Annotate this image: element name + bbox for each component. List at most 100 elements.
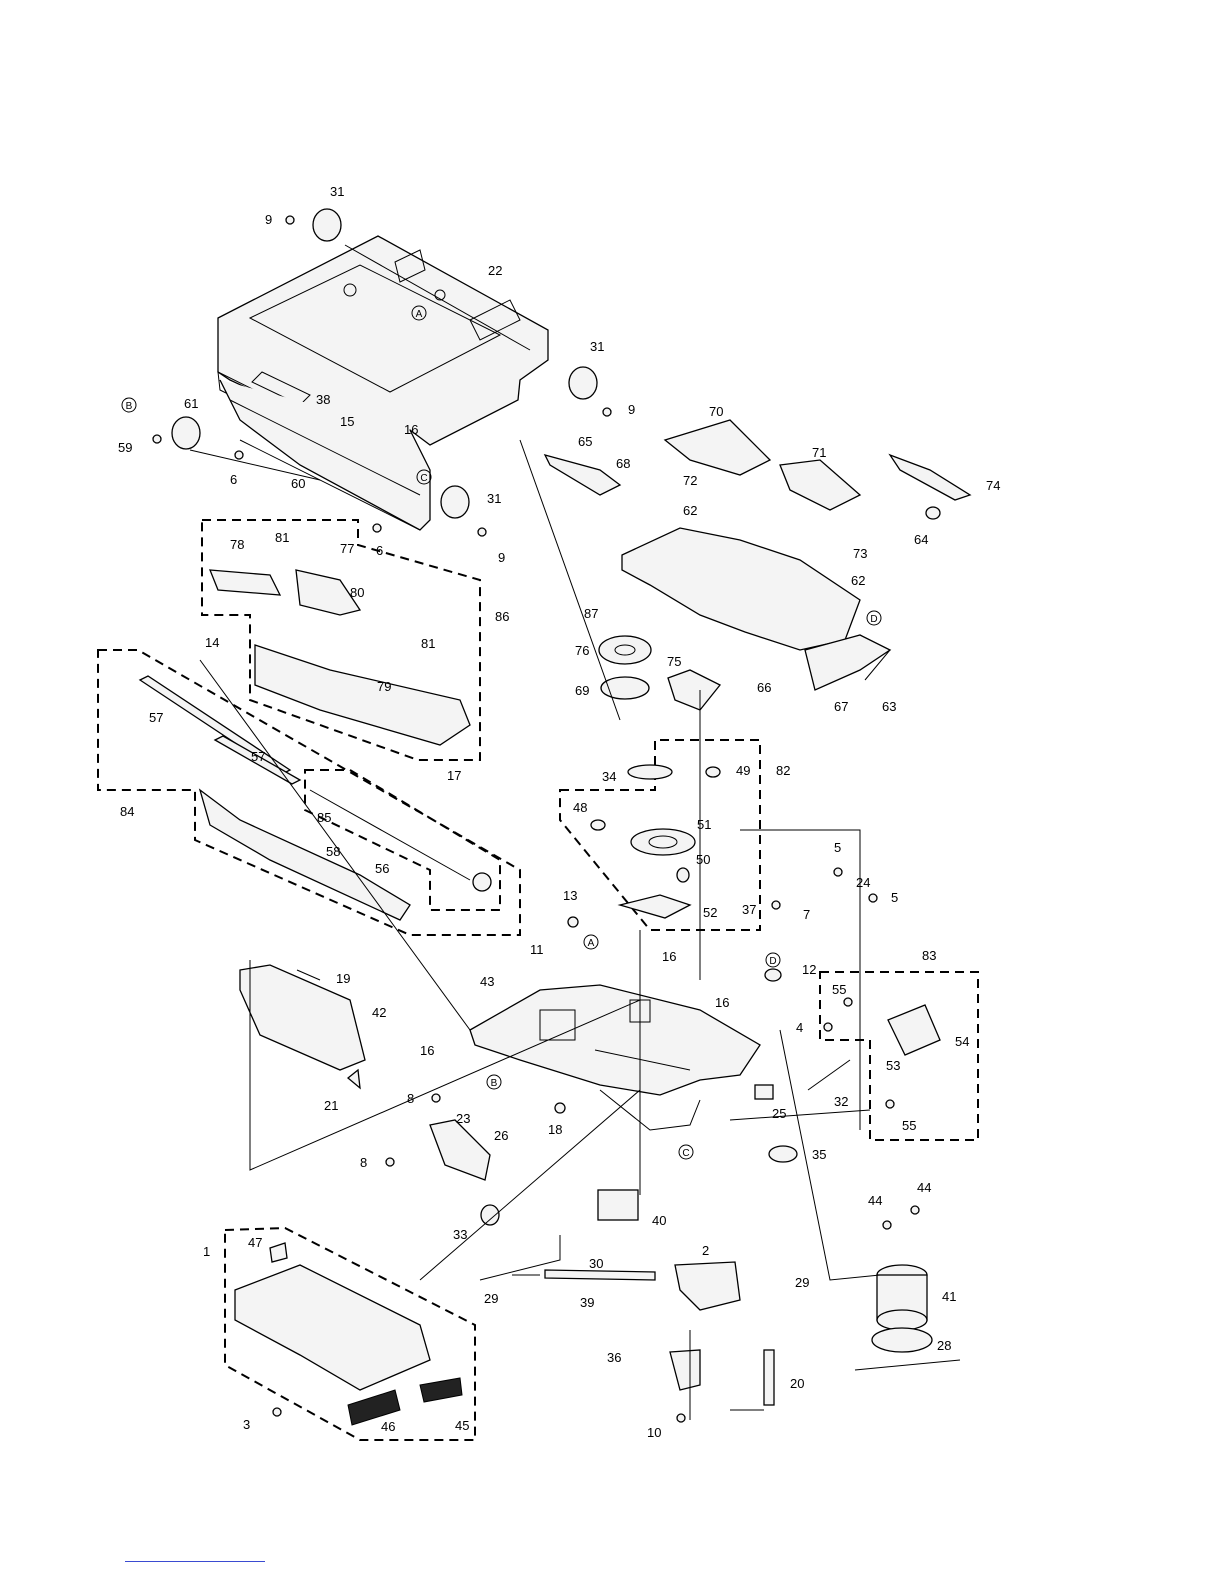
callout-84: 84 — [120, 804, 134, 819]
svg-text:C: C — [420, 473, 427, 484]
callout-12: 12 — [802, 962, 816, 977]
callout-17: 17 — [447, 768, 461, 783]
callout-10: 10 — [647, 1425, 661, 1440]
callout-labels: 31 9 22 31 9 61 59 38 15 16 6 60 31 6 9 … — [118, 184, 1000, 1440]
svg-text:C: C — [682, 1148, 689, 1159]
callout-9: 9 — [628, 402, 635, 417]
callout-45: 45 — [455, 1418, 469, 1433]
callout-16: 16 — [715, 995, 729, 1010]
reference-marks: A B C D A D B C — [121, 305, 882, 1160]
callout-36: 36 — [607, 1350, 621, 1365]
callout-85: 85 — [317, 810, 331, 825]
callout-72: 72 — [683, 473, 697, 488]
callout-7: 7 — [803, 907, 810, 922]
callout-81: 81 — [275, 530, 289, 545]
ref-mark-a-top: A — [411, 305, 427, 321]
callout-42: 42 — [372, 1005, 386, 1020]
callout-83: 83 — [922, 948, 936, 963]
callout-75: 75 — [667, 654, 681, 669]
callout-26: 26 — [494, 1128, 508, 1143]
callout-35: 35 — [812, 1147, 826, 1162]
callout-62: 62 — [683, 503, 697, 518]
ref-mark-b-mid: B — [486, 1074, 502, 1090]
callout-33: 33 — [453, 1227, 467, 1242]
callout-2: 2 — [702, 1243, 709, 1258]
callout-4: 4 — [796, 1020, 803, 1035]
bracket-23 — [429, 1119, 491, 1181]
callout-13: 13 — [563, 888, 577, 903]
svg-text:B: B — [126, 401, 133, 412]
callout-25: 25 — [772, 1106, 786, 1121]
callout-57: 57 — [251, 749, 265, 764]
callout-6: 6 — [230, 472, 237, 487]
callout-54: 54 — [955, 1034, 969, 1049]
callout-8: 8 — [407, 1091, 414, 1106]
callout-28: 28 — [937, 1338, 951, 1353]
svg-text:A: A — [416, 309, 423, 320]
callout-30: 30 — [589, 1256, 603, 1271]
callout-60: 60 — [291, 476, 305, 491]
callout-70: 70 — [709, 404, 723, 419]
callout-22: 22 — [488, 263, 502, 278]
callout-21: 21 — [324, 1098, 338, 1113]
callout-52: 52 — [703, 905, 717, 920]
callout-61: 61 — [184, 396, 198, 411]
callout-53: 53 — [886, 1058, 900, 1073]
callout-46: 46 — [381, 1419, 395, 1434]
callout-65: 65 — [578, 434, 592, 449]
callout-23: 23 — [456, 1111, 470, 1126]
callout-78: 78 — [230, 537, 244, 552]
callout-31: 31 — [330, 184, 344, 199]
callout-44: 44 — [917, 1180, 931, 1195]
callout-24: 24 — [856, 875, 870, 890]
callout-3: 3 — [243, 1417, 250, 1432]
main-chassis — [469, 984, 774, 1221]
callout-11: 11 — [530, 942, 544, 957]
callout-49: 49 — [736, 763, 750, 778]
ref-mark-a-mid: A — [583, 934, 599, 950]
callout-56: 56 — [375, 861, 389, 876]
callout-58: 58 — [326, 844, 340, 859]
callout-19: 19 — [336, 971, 350, 986]
drive-sub-chassis — [543, 419, 972, 711]
callout-41: 41 — [942, 1289, 956, 1304]
callout-79: 79 — [377, 679, 391, 694]
callout-55: 55 — [902, 1118, 916, 1133]
pcb-group-86 — [201, 519, 481, 761]
callout-57: 57 — [149, 710, 163, 725]
callout-31: 31 — [487, 491, 501, 506]
callout-51: 51 — [697, 817, 711, 832]
callout-9: 9 — [498, 550, 505, 565]
callout-38: 38 — [316, 392, 330, 407]
callout-34: 34 — [602, 769, 616, 784]
callout-59: 59 — [118, 440, 132, 455]
ref-mark-b-left: B — [121, 397, 137, 413]
callout-5: 5 — [891, 890, 898, 905]
callout-73: 73 — [853, 546, 867, 561]
callout-71: 71 — [812, 445, 826, 460]
callout-80: 80 — [350, 585, 364, 600]
svg-text:A: A — [588, 938, 595, 949]
callout-16: 16 — [420, 1043, 434, 1058]
callout-29: 29 — [484, 1291, 498, 1306]
spindle-motor-41 — [871, 1264, 933, 1353]
callout-29: 29 — [795, 1275, 809, 1290]
callout-9: 9 — [265, 212, 272, 227]
leader-lines — [189, 244, 881, 1420]
lever-42 — [239, 964, 366, 1071]
footer-rule — [125, 1561, 265, 1562]
svg-text:D: D — [870, 614, 877, 625]
callout-62: 62 — [851, 573, 865, 588]
ref-mark-c-mid: C — [678, 1144, 694, 1160]
callout-69: 69 — [575, 683, 589, 698]
ref-mark-d-right: D — [866, 610, 882, 626]
callout-68: 68 — [616, 456, 630, 471]
callout-43: 43 — [480, 974, 494, 989]
svg-text:B: B — [491, 1078, 498, 1089]
callout-18: 18 — [548, 1122, 562, 1137]
top-chassis-assembly — [217, 235, 549, 531]
callout-6: 6 — [376, 543, 383, 558]
callout-67: 67 — [834, 699, 848, 714]
callout-15: 15 — [340, 414, 354, 429]
